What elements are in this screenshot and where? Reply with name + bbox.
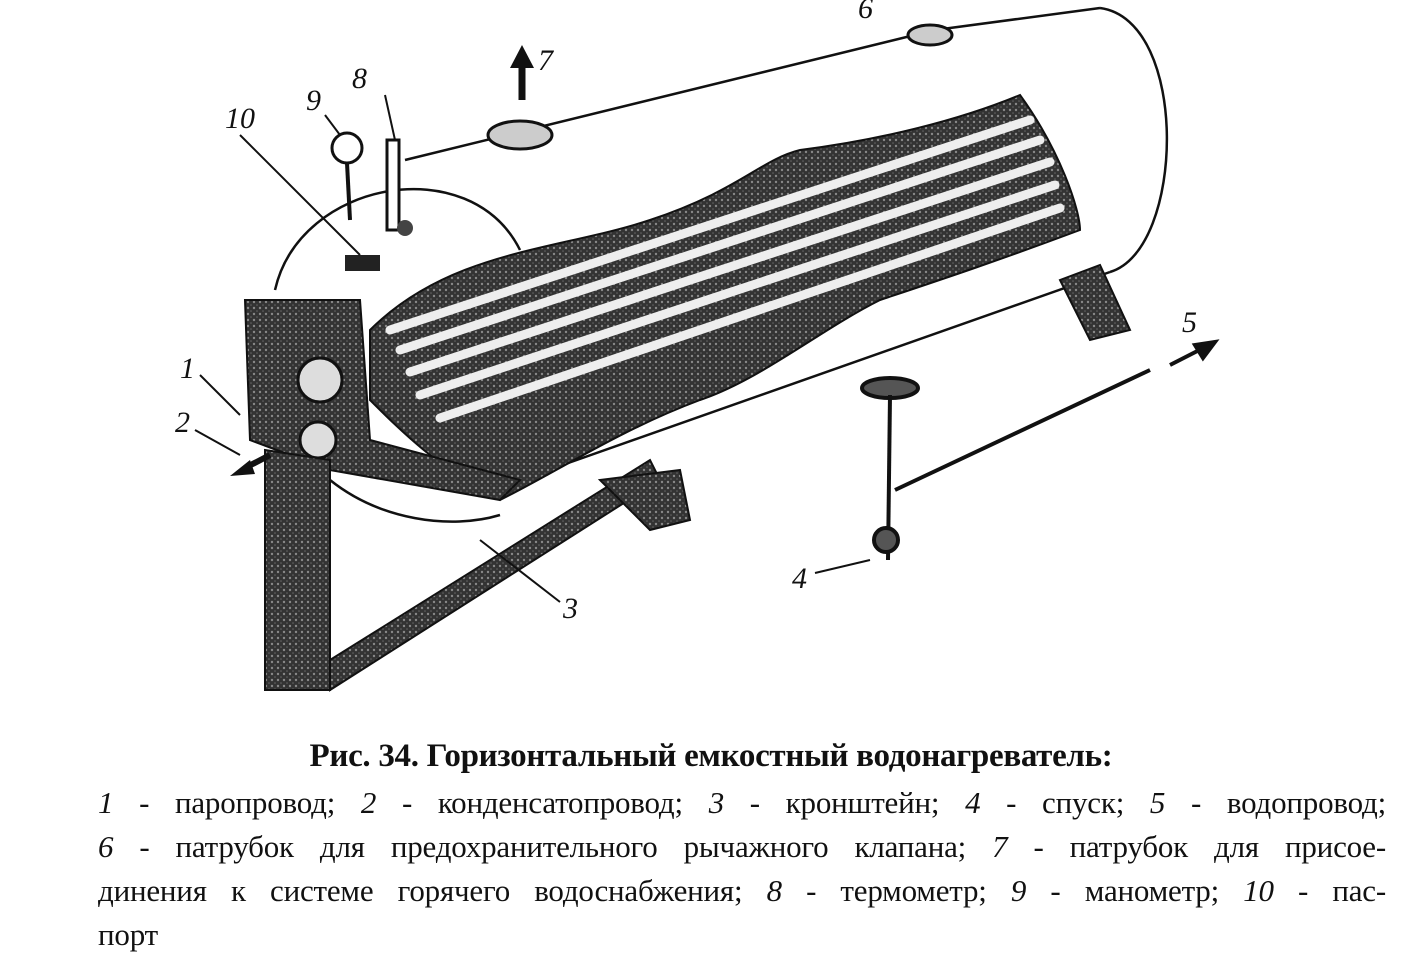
legend-number: 9 [1010, 873, 1027, 908]
hot-water-nozzle [486, 119, 554, 151]
label-2: 2 [175, 406, 190, 439]
heating-tubes [385, 115, 1065, 423]
label-5: 5 [1182, 306, 1197, 339]
legend-number: 3 [708, 785, 725, 820]
caption-line-1: 1 - паропровод; 2 - конденсатопровод; 3 … [98, 785, 1386, 821]
legend-text: - патрубок для присое- [1007, 829, 1386, 864]
legend-text: - водопровод; [1165, 785, 1386, 820]
legend-text: - паропровод; [113, 785, 361, 820]
water-supply-pipe [894, 339, 1220, 492]
legend-number: 5 [1149, 785, 1166, 820]
legend-text: - манометр; [1026, 873, 1244, 908]
passport-plate [345, 255, 380, 271]
leader-lines [194, 94, 871, 603]
legend-text: порт [98, 917, 158, 952]
legend-number: 4 [965, 785, 981, 820]
caption-line-3: динения к системе горячего водоснабжения… [98, 873, 1386, 909]
legend-text: - спуск; [980, 785, 1150, 820]
legend-text: - пас- [1273, 873, 1386, 908]
label-9: 9 [306, 84, 321, 117]
manometer [330, 131, 364, 221]
figure-caption-title: Рис. 34. Горизонтальный емкостный водона… [309, 738, 1113, 774]
legend-text: - патрубок для предохранительного рычажн… [113, 829, 993, 864]
legend-number: 7 [992, 829, 1008, 864]
legend-number: 8 [766, 873, 783, 908]
legend-text: - конденсатопровод; [376, 785, 709, 820]
legend-text: - термометр; [781, 873, 1011, 908]
hot-water-arrow [510, 45, 534, 100]
label-6: 6 [858, 0, 873, 25]
label-7: 7 [538, 44, 555, 77]
thermometer [385, 138, 413, 236]
drain-pipe [860, 376, 920, 561]
legend-number: 1 [98, 785, 114, 820]
label-10: 10 [225, 102, 255, 135]
outlet-arrow [230, 452, 272, 476]
support-bracket [264, 263, 1132, 692]
safety-valve-nozzle [906, 23, 954, 47]
condensate-outlet-flange [298, 420, 338, 460]
label-8: 8 [352, 62, 367, 95]
legend-text: - кронштейн; [724, 785, 966, 820]
label-4: 4 [792, 562, 807, 595]
label-1: 1 [180, 352, 195, 385]
label-3: 3 [562, 592, 578, 625]
legend-text: динения к системе горячего водоснабжения… [98, 873, 767, 908]
steam-inlet-flange [296, 356, 344, 404]
caption-line-4: порт [98, 917, 1386, 953]
legend-number: 10 [1243, 873, 1274, 908]
legend-number: 2 [360, 785, 377, 820]
legend-number: 6 [98, 829, 114, 864]
water-heater-illustration: 1 2 3 4 5 6 7 8 9 10 [175, 0, 1220, 692]
caption-line-2: 6 - патрубок для предохранительного рыча… [98, 829, 1386, 865]
